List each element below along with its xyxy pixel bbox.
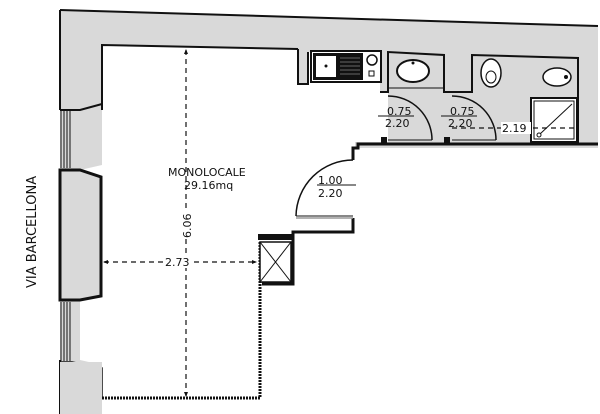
- room-name: MONOLOCALE: [168, 166, 246, 179]
- room-wall-top-left: [101, 43, 299, 110]
- fraction-lines: [317, 115, 477, 186]
- door-1-width: 0.75: [387, 105, 412, 118]
- wall-outline-top: [59, 9, 599, 27]
- monolocale-floor: [80, 45, 388, 398]
- door-2-height: 2.20: [448, 117, 473, 130]
- dimension-length: 6.06: [181, 214, 194, 239]
- door-entrance-width: 1.00: [318, 174, 343, 187]
- wall-lower-fill: [60, 362, 102, 414]
- room-area: 29.16mq: [184, 179, 233, 192]
- window-upper: [60, 110, 71, 168]
- door-2-width: 0.75: [450, 105, 475, 118]
- bidet-icon: [542, 67, 572, 87]
- wall-stubs: [381, 137, 450, 145]
- room-wall-bottom: [102, 241, 262, 400]
- bathroom: [444, 53, 579, 144]
- kitchen-unit: [297, 49, 382, 85]
- dimension-arrows: [103, 49, 257, 397]
- shower-icon: [530, 97, 578, 143]
- wall-pillar: [58, 168, 103, 302]
- door-entrance-height: 2.20: [318, 187, 343, 200]
- dimension-bathroom-width: 2.19: [502, 122, 527, 135]
- shaft: [258, 234, 295, 286]
- entrance-door: [295, 159, 354, 219]
- dimension-width: 2.73: [165, 256, 190, 269]
- window-lower: [60, 302, 71, 361]
- washroom-sink: [380, 50, 452, 93]
- door-1-height: 2.20: [385, 117, 410, 130]
- street-label: VIA BARCELLONA: [25, 176, 40, 288]
- door-bathroom: [451, 95, 497, 141]
- room-wall-right: [291, 142, 598, 234]
- door-kitchen-wc1: [387, 95, 433, 141]
